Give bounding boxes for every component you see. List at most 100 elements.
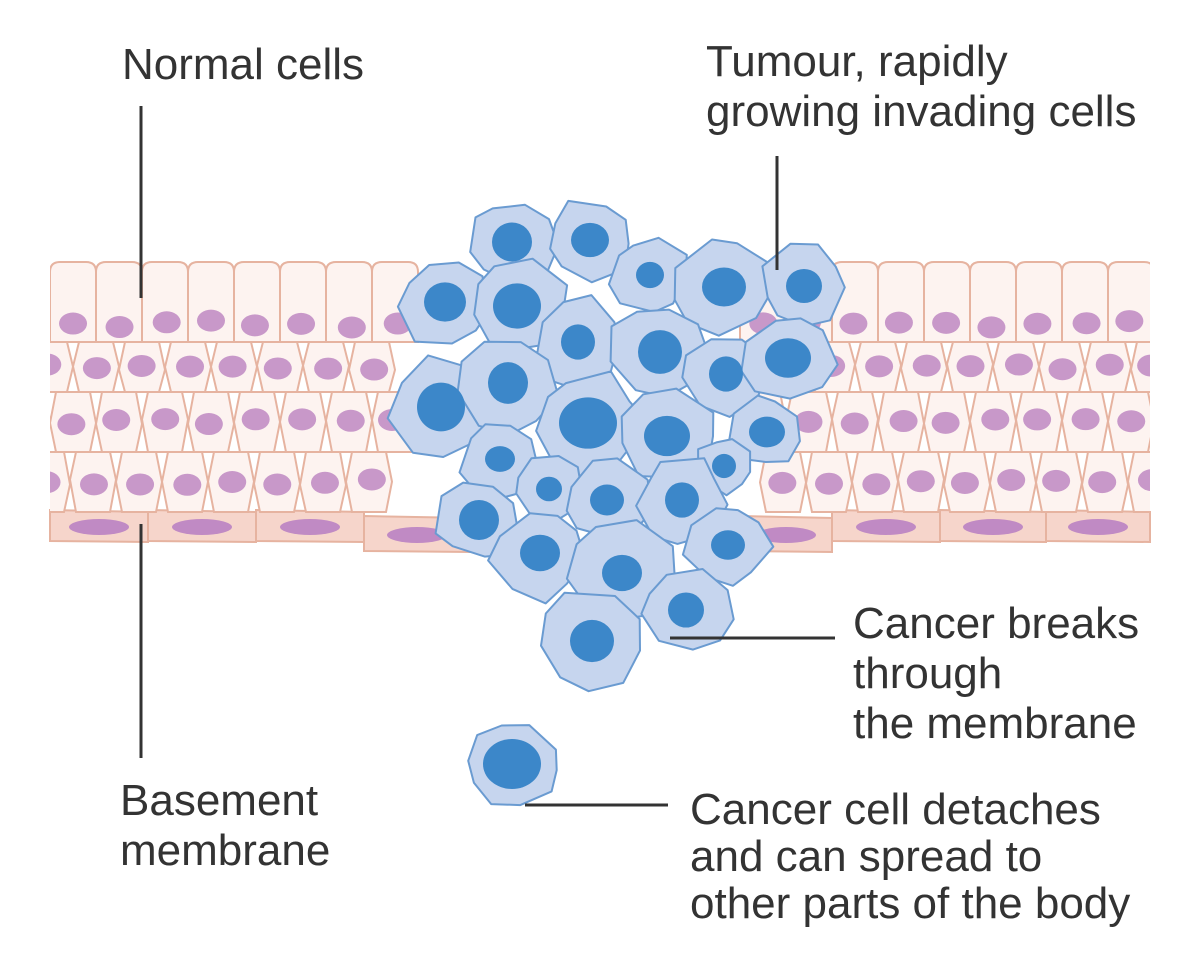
detached-cancer-cell bbox=[467, 724, 558, 807]
normal-cell-nucleus bbox=[357, 468, 386, 491]
normal-cell-nucleus bbox=[794, 410, 823, 433]
normal-cell-nucleus bbox=[263, 473, 292, 496]
normal-cell-nucleus bbox=[1071, 408, 1100, 431]
cancer-cell-nucleus bbox=[665, 482, 699, 518]
label-detach-line-2: and can spread to bbox=[690, 832, 1043, 881]
cancer-cell-nucleus bbox=[786, 268, 822, 304]
cancer-cell-nucleus bbox=[559, 397, 617, 449]
label-detach-line-3: other parts of the body bbox=[690, 879, 1131, 928]
detached-cancer-cell-nucleus bbox=[483, 739, 541, 789]
basement-membrane-nucleus bbox=[387, 527, 447, 543]
cancer-cell-nucleus bbox=[424, 282, 466, 322]
normal-cell-nucleus bbox=[50, 353, 62, 376]
normal-cell-nucleus bbox=[126, 473, 155, 496]
normal-cell-nucleus bbox=[218, 470, 247, 493]
normal-cell-nucleus bbox=[360, 358, 389, 381]
normal-cell-nucleus bbox=[218, 355, 247, 378]
normal-cell-nucleus bbox=[1137, 354, 1150, 377]
cancer-cell-nucleus bbox=[602, 554, 642, 592]
cancer-cell-nucleus bbox=[636, 261, 664, 289]
normal-cell-nucleus bbox=[102, 409, 131, 432]
normal-cell-nucleus bbox=[932, 311, 961, 334]
label-basement-membrane: Basement membrane bbox=[120, 776, 330, 876]
cancer-cell-nucleus bbox=[709, 356, 743, 392]
normal-cell-nucleus bbox=[840, 412, 869, 435]
label-breaks-line-3: the membrane bbox=[853, 699, 1137, 748]
normal-cell-nucleus bbox=[981, 408, 1010, 431]
normal-cell-nucleus bbox=[839, 312, 868, 335]
normal-cell-nucleus bbox=[314, 357, 343, 380]
normal-cell-nucleus bbox=[14, 412, 42, 434]
normal-cell-nucleus bbox=[241, 408, 270, 431]
normal-cell-nucleus bbox=[240, 314, 269, 337]
normal-cell bbox=[50, 415, 52, 426]
normal-cell-nucleus bbox=[59, 312, 88, 335]
normal-cell-nucleus bbox=[1048, 358, 1077, 381]
label-cancer-cell-detaches: Cancer cell detaches and can spread to o… bbox=[690, 786, 1130, 927]
normal-cell-nucleus bbox=[1117, 410, 1146, 433]
normal-cell-nucleus bbox=[173, 473, 202, 496]
normal-cell-nucleus bbox=[176, 355, 205, 378]
cancer-cell-nucleus bbox=[712, 453, 736, 479]
normal-cell-nucleus bbox=[196, 309, 225, 332]
normal-cell-nucleus bbox=[1072, 312, 1101, 335]
label-tumour-line-2: growing invading cells bbox=[706, 87, 1137, 136]
normal-cell-nucleus bbox=[1023, 408, 1052, 431]
label-tumour-line-1: Tumour, rapidly bbox=[706, 37, 1008, 86]
cancer-cell-nucleus bbox=[536, 476, 562, 502]
cancer-cell-nucleus bbox=[571, 222, 609, 258]
cancer-cell-nucleus bbox=[711, 530, 745, 560]
normal-cell-nucleus bbox=[50, 471, 61, 493]
leader-lines bbox=[139, 106, 835, 807]
normal-cell-nucleus bbox=[862, 473, 891, 496]
normal-cell-nucleus bbox=[912, 354, 941, 377]
label-detach-line-1: Cancer cell detaches bbox=[690, 785, 1101, 834]
normal-cell-nucleus bbox=[105, 316, 134, 339]
normal-cell-nucleus bbox=[1042, 469, 1071, 492]
basement-membrane-nucleus bbox=[756, 527, 816, 543]
normal-cell-nucleus bbox=[768, 471, 797, 494]
normal-cell-nucleus bbox=[977, 316, 1006, 339]
normal-cell-nucleus bbox=[57, 413, 86, 436]
normal-cell-nucleus bbox=[310, 471, 339, 494]
normal-cell-nucleus bbox=[889, 410, 918, 433]
cancer-cell-nucleus bbox=[493, 283, 541, 329]
basement-membrane-nucleus bbox=[963, 519, 1023, 535]
label-breaks-line-2: through bbox=[853, 649, 1003, 698]
basement-membrane-nucleus bbox=[69, 519, 129, 535]
normal-cell-nucleus bbox=[815, 472, 844, 495]
cancer-cell-nucleus bbox=[520, 534, 560, 572]
cancer-cell-nucleus bbox=[749, 416, 785, 448]
normal-cell-nucleus bbox=[82, 357, 111, 380]
cancer-cell-nucleus bbox=[668, 592, 704, 628]
basement-membrane-nucleus bbox=[172, 519, 232, 535]
cancer-cell-nucleus bbox=[485, 446, 515, 472]
cancer-cell-nucleus bbox=[561, 324, 595, 360]
label-cancer-breaks-through: Cancer breaks through the membrane bbox=[853, 599, 1139, 749]
normal-cell-nucleus bbox=[950, 471, 979, 494]
cancer-cell-nucleus bbox=[570, 619, 614, 663]
cancer-cell-nucleus bbox=[488, 362, 528, 404]
cancer-cell-nucleus bbox=[590, 484, 624, 516]
label-basement-line-1: Basement bbox=[120, 776, 319, 825]
normal-cell-nucleus bbox=[288, 408, 317, 431]
normal-cell bbox=[50, 266, 51, 343]
normal-cell-nucleus bbox=[1088, 471, 1117, 494]
normal-cell bbox=[1126, 451, 1150, 513]
normal-cell-nucleus bbox=[1115, 310, 1144, 333]
normal-cell-nucleus bbox=[1095, 353, 1124, 376]
normal-cell-nucleus bbox=[1004, 353, 1033, 376]
normal-cell-nucleus bbox=[997, 469, 1026, 492]
normal-cell-nucleus bbox=[287, 312, 316, 335]
normal-cell-nucleus bbox=[1137, 469, 1150, 491]
label-basement-line-2: membrane bbox=[120, 826, 331, 875]
normal-cell-nucleus bbox=[1023, 312, 1052, 335]
cancer-cell-nucleus bbox=[417, 382, 465, 432]
normal-cell-nucleus bbox=[151, 408, 180, 431]
basement-membrane-nucleus bbox=[280, 519, 340, 535]
normal-cell-nucleus bbox=[956, 355, 985, 378]
cancer-cell-nucleus bbox=[459, 499, 499, 541]
basement-membrane-nucleus bbox=[856, 519, 916, 535]
label-breaks-line-1: Cancer breaks bbox=[853, 599, 1140, 648]
